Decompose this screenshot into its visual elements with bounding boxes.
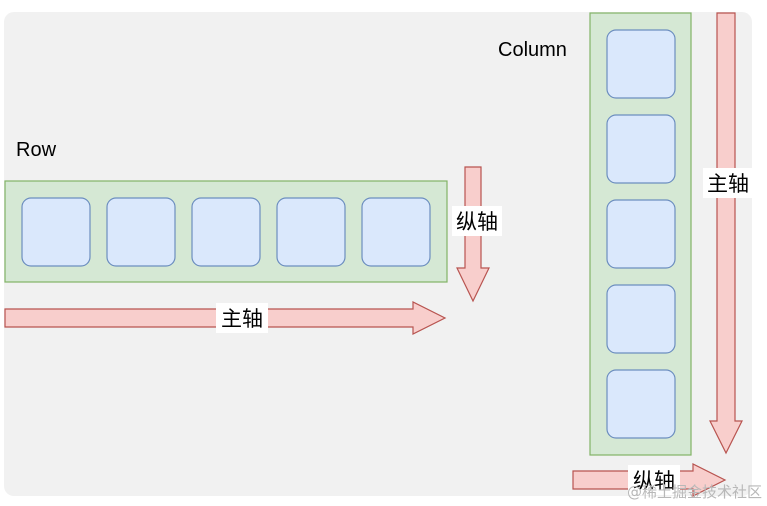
column-item-5 xyxy=(606,369,676,439)
column-cross-axis-label-bg xyxy=(628,465,680,495)
column-item-2 xyxy=(606,114,676,184)
column-cross-axis-label: 纵轴 xyxy=(633,470,675,493)
column-item-4 xyxy=(606,284,676,354)
column-item-3 xyxy=(606,199,676,269)
column-items xyxy=(606,29,676,439)
row-item-5 xyxy=(361,197,431,267)
row-items xyxy=(21,197,431,267)
row-item-1 xyxy=(21,197,91,267)
row-item-4 xyxy=(276,197,346,267)
column-title: Column xyxy=(498,39,567,61)
row-main-axis-label: 主轴 xyxy=(221,308,263,331)
row-title: Row xyxy=(16,139,57,161)
row-item-2 xyxy=(106,197,176,267)
column-main-axis-label-bg xyxy=(703,168,753,198)
watermark-text: @稀土掘金技术社区 xyxy=(627,483,762,501)
column-item-1 xyxy=(606,29,676,99)
row-item-3 xyxy=(191,197,261,267)
column-main-axis-arrow xyxy=(709,12,743,455)
row-main-axis-label-bg xyxy=(216,303,268,333)
row-cross-axis-label-bg xyxy=(452,206,502,236)
column-main-axis-label: 主轴 xyxy=(707,173,749,196)
row-cross-axis-label: 纵轴 xyxy=(456,211,498,234)
